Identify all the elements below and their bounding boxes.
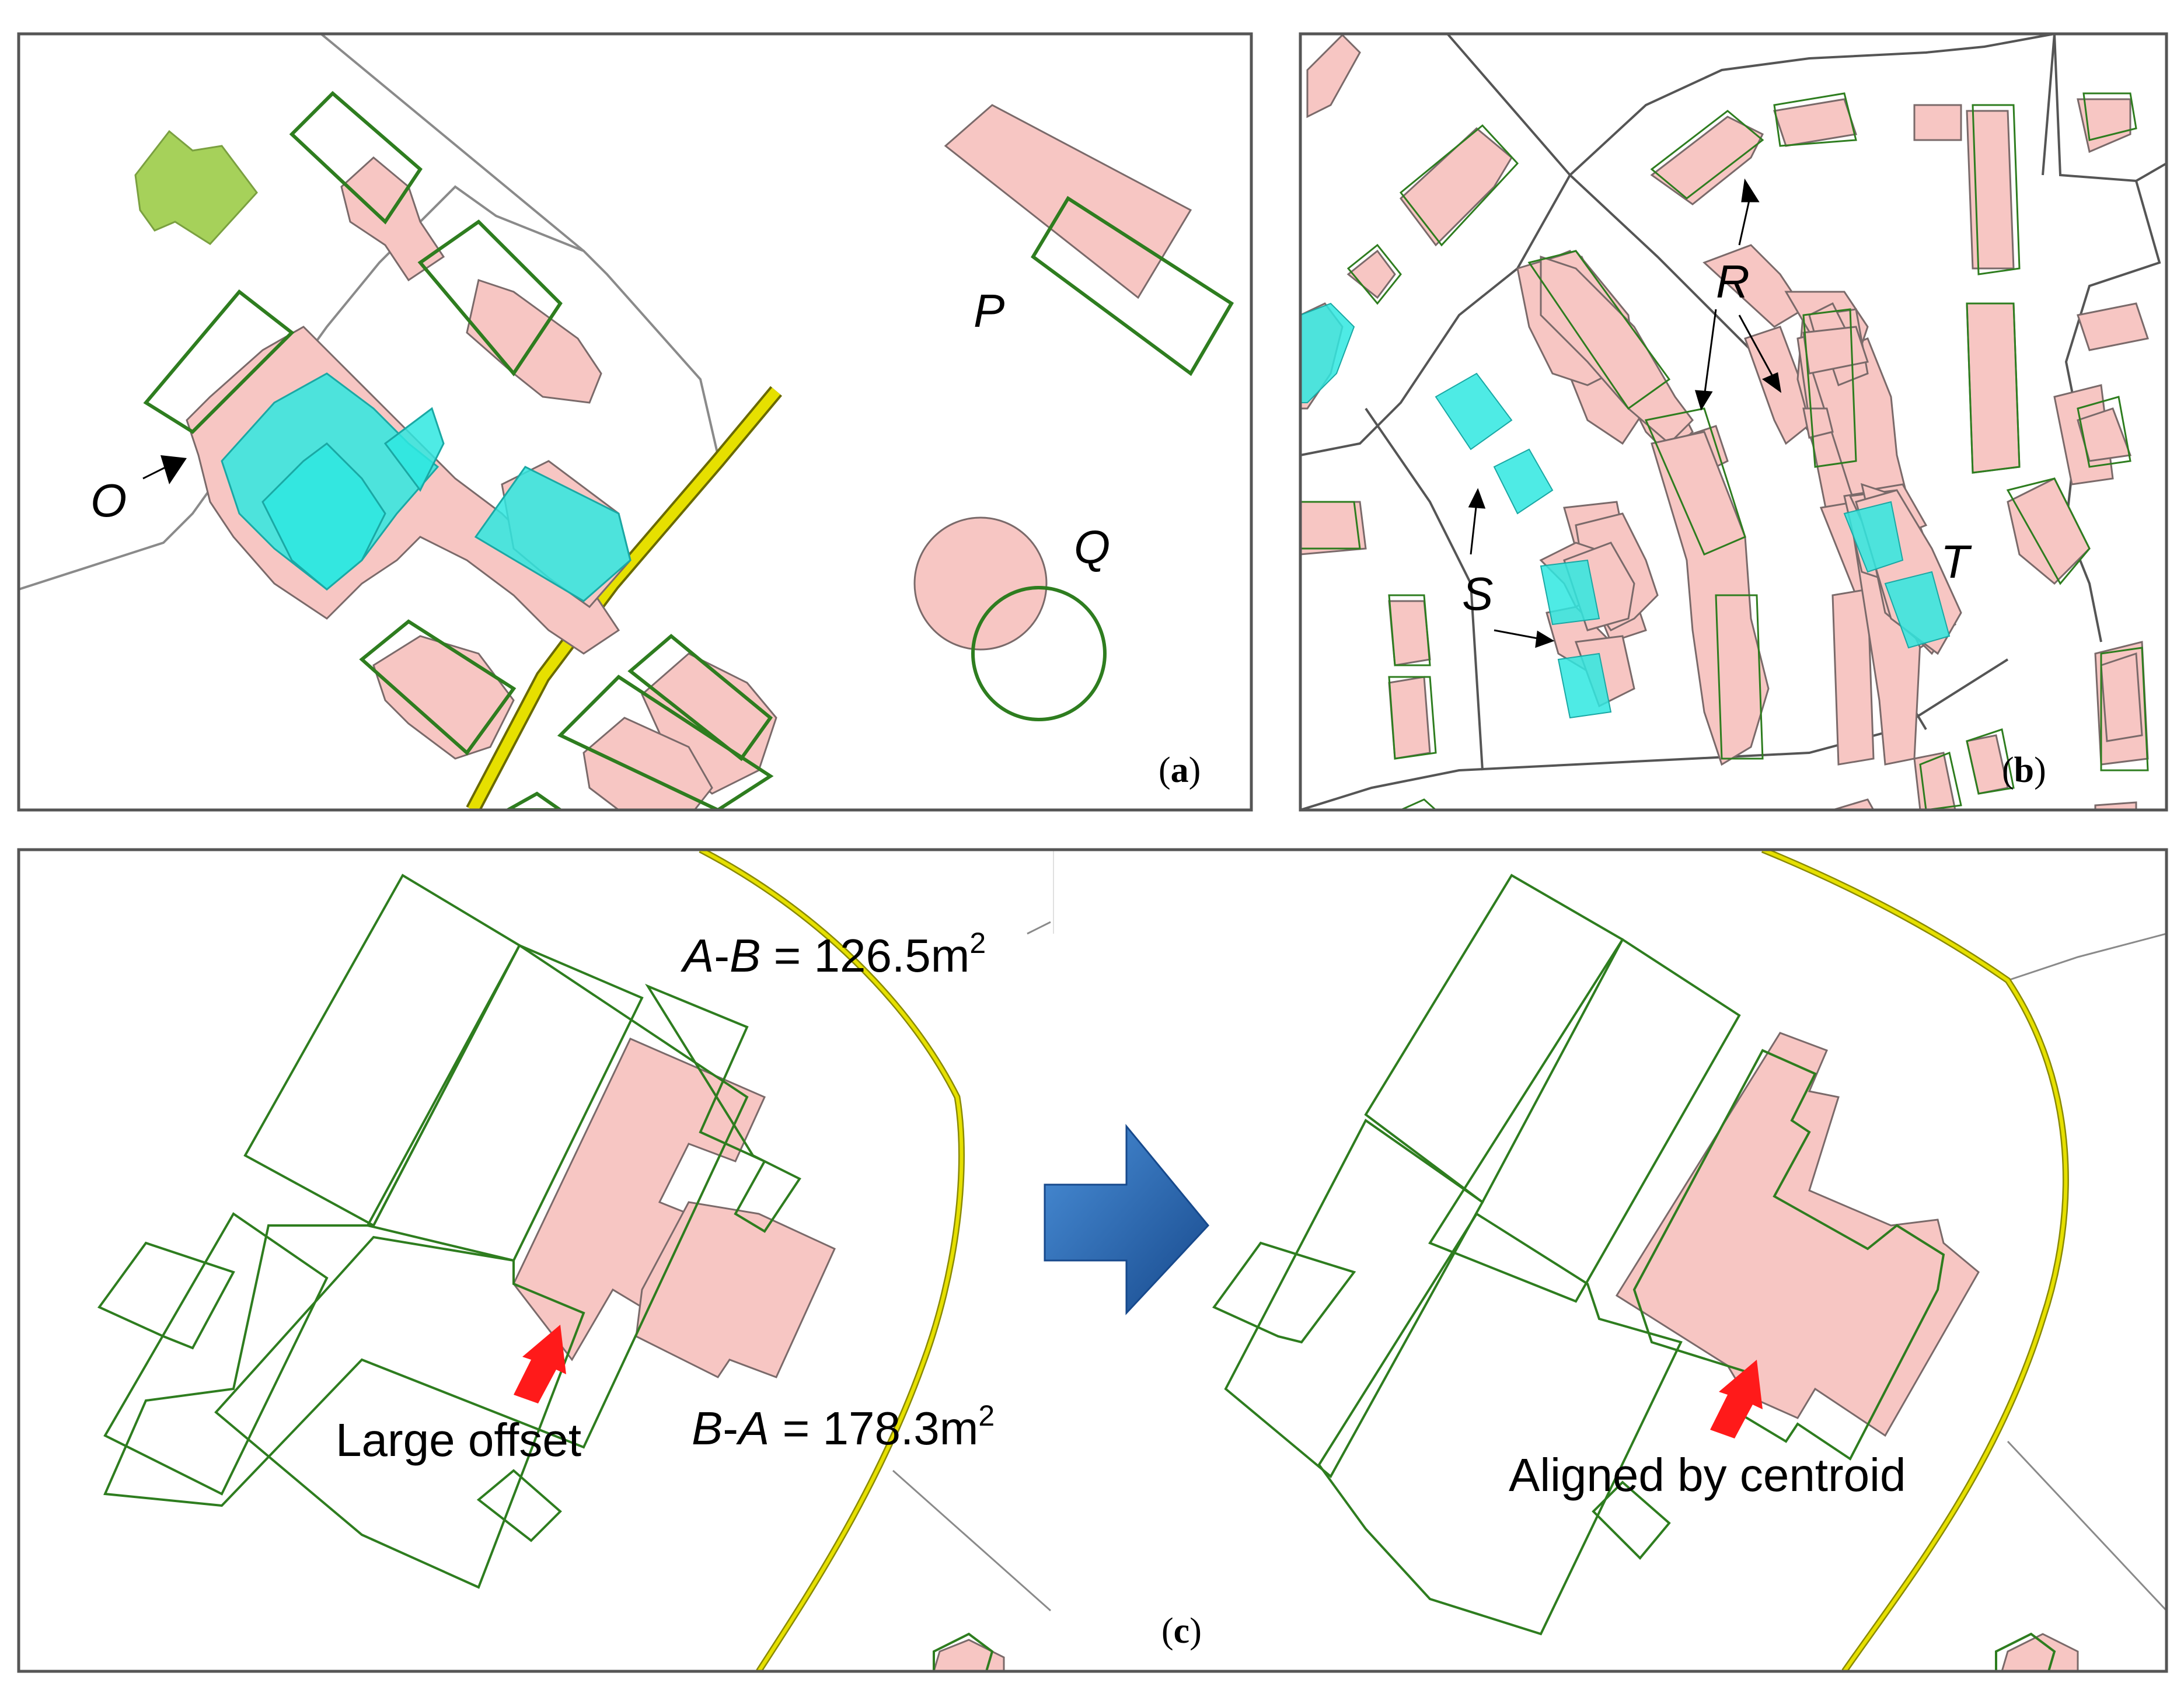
parcel-lines-c-left xyxy=(892,921,1051,1612)
label-p: P xyxy=(974,285,1004,337)
panel-b-frame xyxy=(1299,32,2168,812)
panel-a-frame xyxy=(17,32,1253,812)
reference-outlines-c-left xyxy=(97,874,994,1671)
blue-arrow xyxy=(1044,1123,1209,1315)
road-c-right xyxy=(1761,850,2069,1671)
road-a xyxy=(466,386,782,810)
reference-outlines-c-right xyxy=(1212,874,2056,1671)
red-arrow-right xyxy=(1710,1360,1763,1438)
green-building xyxy=(134,130,258,245)
label-q: Q xyxy=(1074,521,1110,573)
label-a-minus-b: A-B = 126.5m2 xyxy=(681,927,986,982)
panel-b: R S T (b) xyxy=(1300,34,2166,810)
panel-c: A-B = 126.5m2 B-A = 178.3m2 Large offset xyxy=(19,850,2166,1671)
panel-a: O P Q (a) xyxy=(19,34,1251,810)
red-arrow-left xyxy=(514,1325,566,1403)
cyan-overlays-b xyxy=(1300,302,1951,719)
reference-outlines-b xyxy=(1300,92,2149,810)
buildings-c-right xyxy=(1615,1032,2079,1671)
label-s: S xyxy=(1462,568,1493,620)
label-r: R xyxy=(1716,256,1750,308)
road-c-left xyxy=(699,850,965,1671)
label-b-minus-a: B-A = 178.3m2 xyxy=(692,1399,995,1454)
label-large-offset: Large offset xyxy=(336,1414,581,1466)
panel-c-tag: (c) xyxy=(1161,1611,1202,1651)
label-aligned: Aligned by centroid xyxy=(1509,1449,1906,1501)
reference-outlines-a xyxy=(143,90,1234,810)
panel-b-tag: (b) xyxy=(2002,750,2046,790)
cyan-overlays-a xyxy=(221,372,632,602)
arrow-o xyxy=(142,455,187,484)
label-t: T xyxy=(1941,536,1972,588)
panel-a-tag: (a) xyxy=(1159,750,1201,790)
arrows-b xyxy=(1468,178,1782,648)
parcel-lines-c-right xyxy=(2007,933,2166,1612)
buildings-c-left xyxy=(512,1038,1005,1671)
label-o: O xyxy=(90,474,127,526)
panel-c-frame xyxy=(17,848,2168,1673)
